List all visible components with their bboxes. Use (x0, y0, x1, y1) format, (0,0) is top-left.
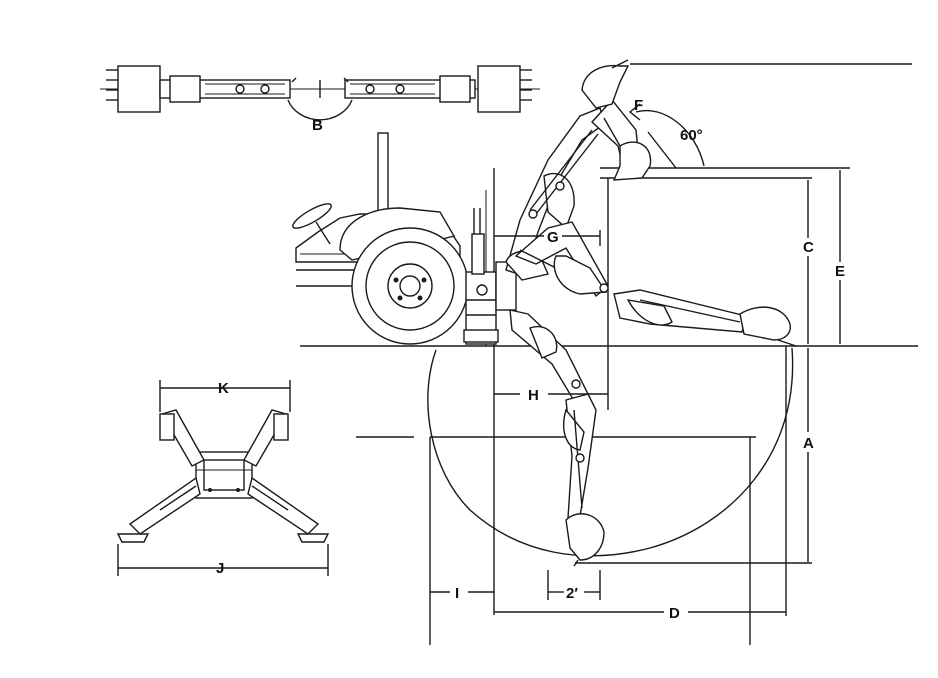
rear-view-stabilizers (116, 380, 330, 576)
label-h: H (528, 387, 539, 404)
label-c: C (803, 239, 814, 256)
tractor-side-view (292, 132, 517, 345)
label-k: K (218, 380, 229, 397)
boom-raised-position (505, 59, 652, 277)
label-j: J (216, 560, 224, 577)
top-view-swing-diagram (100, 65, 540, 121)
digging-envelope-arc (427, 347, 794, 557)
label-a: A (803, 435, 814, 452)
boom-mid-position (505, 221, 797, 347)
label-i: I (455, 585, 459, 602)
label-g: G (547, 229, 559, 246)
label-e: E (835, 263, 845, 280)
label-b: B (312, 117, 323, 134)
label-d: D (669, 605, 680, 622)
boom-lowered-position (509, 309, 605, 567)
dimension-lines (300, 63, 918, 645)
dimension-arrows (430, 109, 841, 616)
label-two-ft: 2′ (566, 585, 578, 602)
label-f: F (634, 97, 643, 114)
label-angle: 60° (680, 127, 703, 144)
